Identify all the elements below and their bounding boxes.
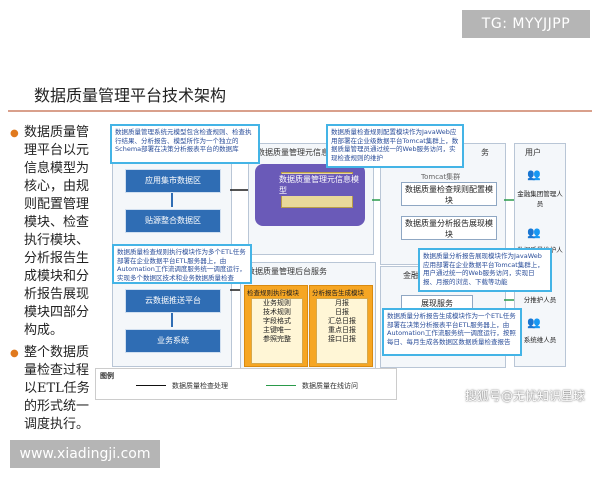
cloud-push-platform-box: 云数据推送平台 <box>125 289 221 313</box>
check-rule-exec-group: 检查规则执行模块 业务规则 技术规则 字段格式 主键唯一 参照完整 <box>244 285 308 367</box>
report-item: 重点日报 <box>328 326 356 334</box>
slide-title: 数据质量管理平台技术架构 <box>34 86 227 105</box>
report-item: 接口日报 <box>328 335 356 343</box>
callout-report-gen: 数据质量分析报告生成模块作为一个ETL任务部署在决策分析报表平台ETL服务器上，… <box>382 308 522 356</box>
bullet-item: ● 数据质量管理平台以元信息模型为核心，由规则配置管理模块、检查执行模块、分析报… <box>10 124 100 340</box>
rule-item: 主键唯一 <box>263 326 291 334</box>
user-group-icon: 👥 <box>527 168 541 181</box>
tomcat-label: Tomcat集群 <box>421 173 461 181</box>
check-rule-exec-title: 检查规则执行模块 <box>247 289 299 297</box>
user-label: 金融集团管理人员 <box>517 190 563 208</box>
legend-process-line <box>136 385 166 386</box>
report-item: 汇总日报 <box>328 317 356 325</box>
source-integration-zone-box: 贴源整合数据区 <box>125 209 221 233</box>
report-display-module-box: 数据质量分析报告展现模块 <box>401 216 497 240</box>
report-list: 月报 日报 汇总日报 重点日报 接口日报 <box>316 298 368 364</box>
callout-meta-model: 数据质量管理系统元模型包含检查规则、检查执行结果、分析报告、模型所作为一个独立的… <box>110 124 260 164</box>
meta-model-label: 数据质量管理元信息模型 <box>277 174 365 196</box>
bullet-text: 数据质量管理平台以元信息模型为核心，由规则配置管理模块、检查执行模块、分析报告生… <box>24 125 90 338</box>
rule-item: 参照完整 <box>263 335 291 343</box>
user-group-icon: 👥 <box>527 226 541 239</box>
meta-info-title: 数据质量管理元信息 <box>257 148 329 157</box>
bullet-dot-icon: ● <box>10 348 19 359</box>
report-item: 月报 <box>335 299 349 307</box>
users-panel-title: 用户 <box>525 148 541 157</box>
bullet-item: ● 整个数据质量检查过程以ETL任务的形式统一调度执行。 <box>10 344 100 434</box>
user-group-icon: 👥 <box>527 316 541 329</box>
report-gen-group: 分析报告生成模块 月报 日报 汇总日报 重点日报 接口日报 <box>309 285 373 367</box>
overlay-tag: TG: MYYJJPP <box>462 10 590 38</box>
user-label: 分推护人员 <box>523 296 557 304</box>
bullet-text: 整个数据质量检查过程以ETL任务的形式统一调度执行。 <box>24 345 90 432</box>
callout-rule-config: 数据质量检查规则配置模块作为JavaWeb应用部署在企业级数据平台Tomcat集… <box>326 124 464 168</box>
rule-config-module-box: 数据质量检查规则配置模块 <box>401 182 497 206</box>
mart-data-zone-box: 应用集市数据区 <box>125 169 221 193</box>
backend-service-panel: 数据质量管理后台服务 检查规则执行模块 业务规则 技术规则 字段格式 主键唯一 … <box>240 262 376 369</box>
title-divider <box>8 110 592 112</box>
meta-model-database-icon: 数据质量管理元信息模型 <box>255 164 365 226</box>
rule-item: 字段格式 <box>263 317 291 325</box>
report-gen-title: 分析报告生成模块 <box>312 289 364 297</box>
legend-online-line <box>266 385 296 386</box>
callout-report-display: 数据质量分析报告展现模块作为JavaWeb应用部署在企业数据平台Tomcat集群… <box>418 248 552 292</box>
site-tag: www.xiadingji.com <box>10 440 160 468</box>
web-service-title: 务 <box>481 148 489 157</box>
legend-item: 数据质量检查处理 <box>172 382 228 390</box>
check-rule-list: 业务规则 技术规则 字段格式 主键唯一 参照完整 <box>251 298 303 364</box>
rule-item: 技术规则 <box>263 308 291 316</box>
bullet-list: ● 数据质量管理平台以元信息模型为核心，由规则配置管理模块、检查执行模块、分析报… <box>10 124 100 434</box>
meta-info-panel: 数据质量管理元信息 数据质量管理元信息模型 <box>248 143 374 255</box>
flow-arrow <box>171 193 173 207</box>
watermark: 搜狐号@无忧知识星球 <box>465 389 586 403</box>
finance-panel-title: 金融 <box>403 271 419 280</box>
bullet-dot-icon: ● <box>10 128 19 139</box>
business-system-box: 业务系统 <box>125 329 221 353</box>
flow-arrow <box>171 313 173 327</box>
rule-item: 业务规则 <box>263 299 291 307</box>
user-label: 系统维人员 <box>523 336 557 344</box>
backend-service-title: 数据质量管理后台服务 <box>247 267 327 276</box>
callout-rule-exec: 数据质量检查规则执行模块作为多个ETL任务部署在企业数据平台ETL服务器上，由A… <box>112 244 252 284</box>
legend-item: 数据质量在线访问 <box>302 382 358 390</box>
legend-box: 图例 数据质量检查处理 数据质量在线访问 <box>95 368 397 400</box>
legend-title: 图例 <box>100 372 114 380</box>
report-item: 日报 <box>335 308 349 316</box>
